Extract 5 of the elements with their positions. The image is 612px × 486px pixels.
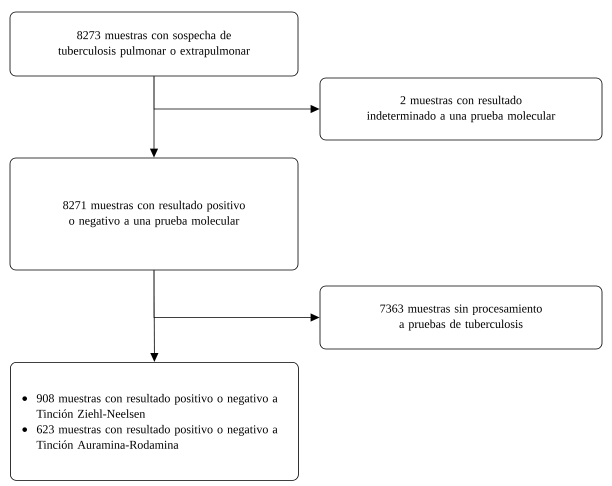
process-box: 7363 muestras sin procesamiento a pruebas de tuberculosis <box>320 286 602 350</box>
process-box: 908 muestras con resultado positivo o negativo a Tinción Ziehl-Neelsen 623 muestras con resultado positivo o negativo a Tinción Auramina-Rodamina <box>10 362 299 481</box>
process-box: 8273 muestras con sospecha de tuberculosis pulmonar o extrapulmonar <box>10 12 298 76</box>
process-box: 2 muestras con resultado indeterminado a una prueba molecular <box>320 78 602 140</box>
process-box: 8271 muestras con resultado positivo o negativo a una prueba molecular <box>10 158 298 270</box>
